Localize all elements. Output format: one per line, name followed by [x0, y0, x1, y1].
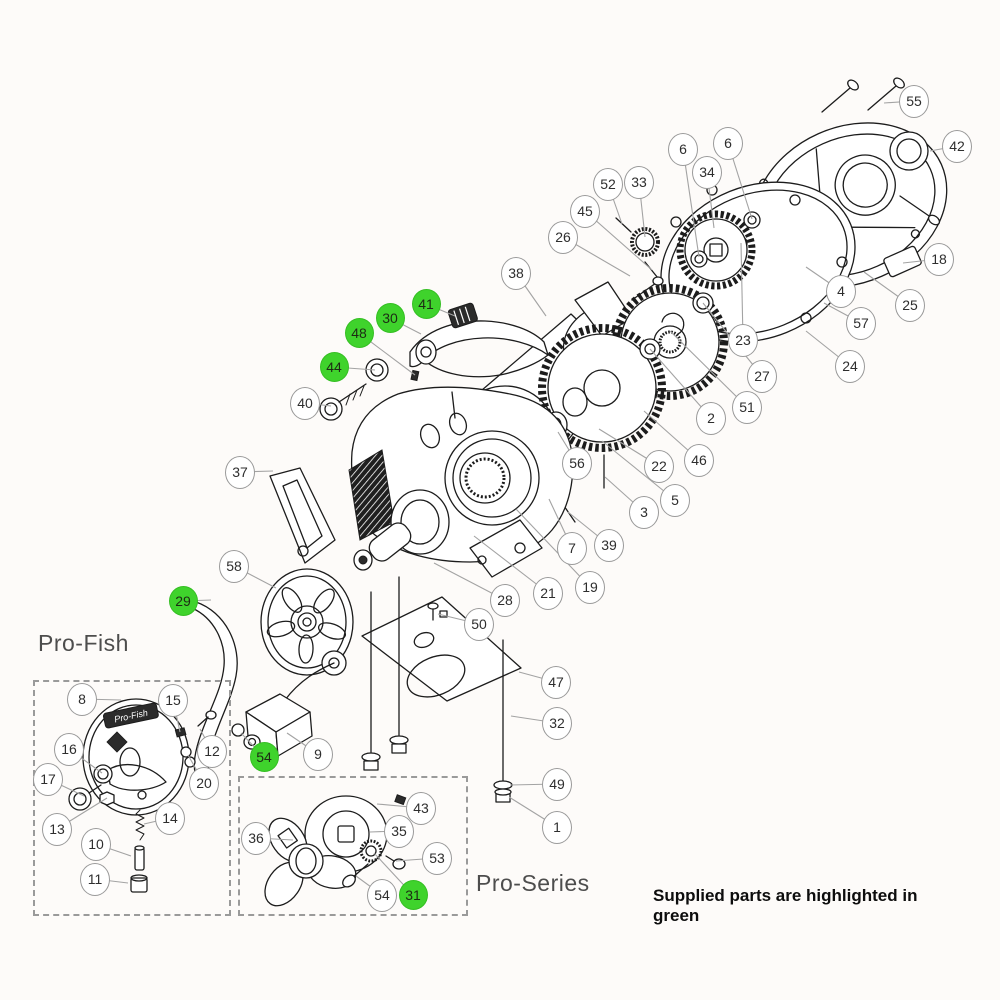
- part-balloon-15: 15: [158, 683, 188, 717]
- part-balloon-55: 55: [899, 84, 929, 118]
- part-balloon-50: 50: [464, 607, 494, 641]
- pro-fish-label: Pro-Fish: [38, 630, 129, 656]
- part-balloon-25: 25: [895, 288, 925, 322]
- part-balloon-34: 34: [692, 155, 722, 189]
- part-balloon-27: 27: [747, 359, 777, 393]
- part-balloon-36: 36: [241, 821, 271, 855]
- part-balloon-51: 51: [732, 390, 762, 424]
- part-balloon-54-supplied: 54: [249, 742, 279, 772]
- part-balloon-45: 45: [570, 194, 600, 228]
- part-balloon-46: 46: [684, 443, 714, 477]
- part-balloon-39: 39: [594, 528, 624, 562]
- part-balloon-5: 5: [660, 483, 690, 517]
- part-balloon-29-supplied: 29: [168, 586, 198, 616]
- leader-line-19: [515, 508, 591, 588]
- part-balloon-6: 6: [713, 126, 743, 160]
- part-balloon-53: 53: [422, 841, 452, 875]
- part-balloon-10: 10: [81, 827, 111, 861]
- part-balloon-31-supplied: 31: [398, 880, 428, 910]
- part-balloon-24: 24: [835, 349, 865, 383]
- supplied-parts-note: Supplied parts are highlighted in green: [653, 886, 918, 925]
- part-balloon-37: 37: [225, 455, 255, 489]
- part-drawing-cable-clamp: [231, 650, 347, 757]
- part-balloon-9: 9: [303, 737, 333, 771]
- part-balloon-7: 7: [557, 531, 587, 565]
- part-balloon-32: 32: [542, 706, 572, 740]
- part-balloon-54: 54: [367, 878, 397, 912]
- part-balloon-13: 13: [42, 812, 72, 846]
- part-drawing-profish-plate: Pro-Fish: [68, 698, 217, 893]
- part-balloon-6: 6: [668, 132, 698, 166]
- part-balloon-8: 8: [67, 682, 97, 716]
- part-balloon-43: 43: [406, 791, 436, 825]
- part-balloon-19: 19: [575, 570, 605, 604]
- part-drawing-proseries-knob: [264, 794, 419, 907]
- part-balloon-52: 52: [593, 167, 623, 201]
- part-drawing-guard: [269, 467, 336, 564]
- part-drawing-pinion-and-pins: [615, 217, 663, 284]
- part-balloon-57: 57: [846, 306, 876, 340]
- part-drawing-intermediate-gear: [676, 210, 761, 290]
- part-balloon-20: 20: [189, 766, 219, 800]
- part-balloon-11: 11: [80, 862, 110, 896]
- pro-fish-group-box: [33, 680, 231, 916]
- part-balloon-48-supplied: 48: [344, 318, 374, 348]
- part-balloon-56: 56: [562, 446, 592, 480]
- part-balloon-12: 12: [197, 734, 227, 768]
- part-drawing-spool: [260, 568, 354, 676]
- pro-series-label: Pro-Series: [476, 870, 590, 896]
- part-balloon-44-supplied: 44: [319, 352, 349, 382]
- part-balloon-14: 14: [155, 801, 185, 835]
- part-balloon-21: 21: [533, 576, 563, 610]
- part-balloon-18: 18: [924, 242, 954, 276]
- part-balloon-4: 4: [826, 274, 856, 308]
- part-balloon-33: 33: [624, 165, 654, 199]
- pro-series-group-box: [238, 776, 468, 916]
- part-balloon-42: 42: [942, 129, 972, 163]
- part-balloon-16: 16: [54, 732, 84, 766]
- part-balloon-35: 35: [384, 814, 414, 848]
- part-balloon-2: 2: [696, 401, 726, 435]
- part-balloon-30-supplied: 30: [375, 303, 405, 333]
- part-drawing-seal: [889, 131, 929, 171]
- part-balloon-58: 58: [219, 549, 249, 583]
- leader-line-6: [682, 148, 700, 258]
- part-balloon-26: 26: [548, 220, 578, 254]
- part-drawing-cover-bolts: [821, 77, 941, 226]
- part-drawing-main-housing: [348, 386, 574, 578]
- part-balloon-38: 38: [501, 256, 531, 290]
- part-balloon-49: 49: [542, 767, 572, 801]
- part-balloon-40: 40: [290, 386, 320, 420]
- part-drawing-mounting-plate: [361, 576, 522, 803]
- leader-line-51: [669, 330, 748, 408]
- part-balloon-47: 47: [541, 665, 571, 699]
- part-balloon-28: 28: [490, 583, 520, 617]
- part-balloon-41-supplied: 41: [411, 289, 441, 319]
- part-balloon-1: 1: [542, 810, 572, 844]
- part-balloon-23: 23: [728, 323, 758, 357]
- part-balloon-22: 22: [644, 449, 674, 483]
- part-balloon-3: 3: [629, 495, 659, 529]
- part-balloon-17: 17: [33, 762, 63, 796]
